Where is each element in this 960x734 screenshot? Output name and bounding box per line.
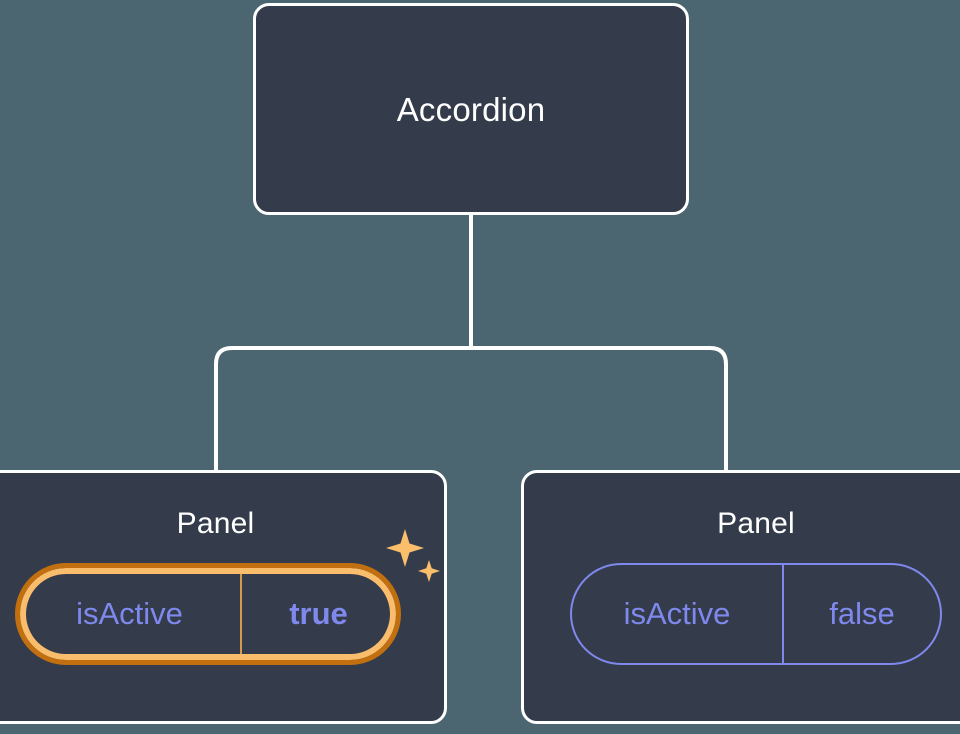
panel-node-title: Panel (717, 507, 795, 540)
prop-pill-wrapper-active: isActive true (14, 529, 440, 665)
panel-node-title: Panel (176, 507, 255, 540)
connector-branch-bus (214, 346, 728, 470)
prop-value-label: true (289, 596, 348, 631)
root-node-title: Accordion (396, 90, 546, 128)
node-root-accordion[interactable]: Accordion (253, 3, 689, 215)
prop-key-label: isActive (572, 565, 784, 663)
prop-pill-isactive-false[interactable]: isActive false (570, 563, 942, 665)
prop-value-label: false (829, 596, 895, 631)
prop-key-label: isActive (20, 574, 242, 654)
prop-pill-wrapper-inactive: isActive false (570, 563, 942, 665)
node-panel-active[interactable]: Panel isActive true (0, 470, 447, 724)
sparkle-decoration-group (385, 529, 440, 582)
prop-pill-isactive-true[interactable]: isActive true (14, 563, 401, 665)
node-panel-inactive[interactable]: Panel isActive false (521, 470, 960, 724)
sparkle-small-icon (417, 560, 440, 582)
sparkle-large-icon (385, 529, 424, 567)
